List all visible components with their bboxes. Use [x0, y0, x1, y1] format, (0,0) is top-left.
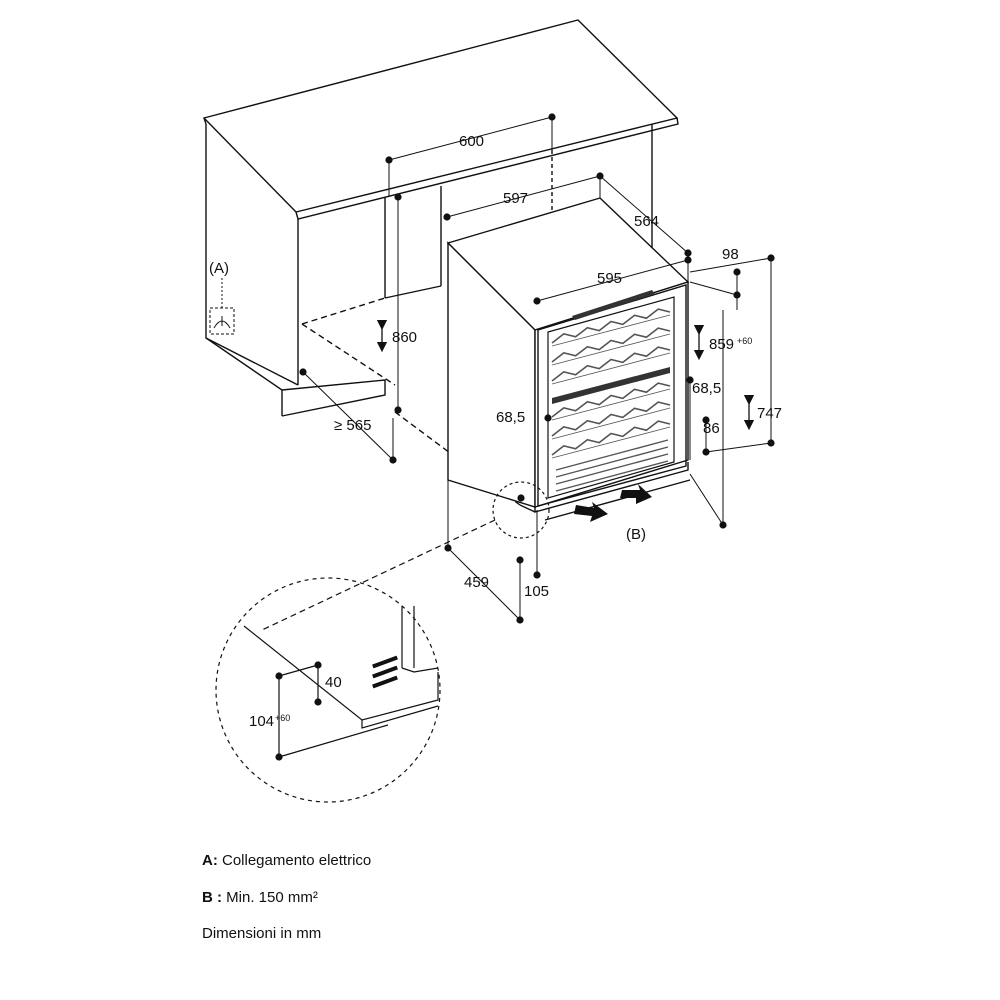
legend-units: Dimensioni in mm — [202, 925, 322, 942]
dimension-dot — [733, 268, 741, 276]
door-handle — [572, 290, 655, 320]
shelf-row — [551, 308, 671, 344]
dim-104: 104 — [249, 713, 274, 730]
glass-door — [547, 296, 675, 499]
dimension-dot — [684, 249, 692, 257]
legend-b-key: B : — [202, 889, 222, 906]
dim-595: 595 — [597, 270, 622, 287]
dimension-dot — [444, 544, 452, 552]
dimension-dot — [702, 448, 710, 456]
legend-a-text: Collegamento elettrico — [222, 852, 372, 869]
dimension-dot — [719, 521, 727, 529]
dimension-dot — [684, 256, 692, 264]
shelf-row — [551, 401, 671, 437]
shelf-rail — [551, 314, 671, 347]
vent-bar — [555, 446, 669, 478]
shelf-divider — [552, 367, 670, 404]
dimension-dot — [767, 254, 775, 262]
shelf-row — [551, 327, 671, 363]
airflow-out-arrow — [620, 484, 652, 504]
shelf-rail — [551, 352, 671, 385]
dim-98: 98 — [722, 246, 739, 263]
detail-callout — [215, 481, 550, 803]
dimension-dot — [516, 616, 524, 624]
dimension-dot — [314, 698, 322, 706]
dimension-endpoints — [275, 113, 775, 761]
dim-40: 40 — [325, 674, 342, 691]
dim-859-tolerance: +60 — [737, 336, 752, 346]
dimension-dot — [443, 213, 451, 221]
legend-b: B : Min. 150 mm² — [202, 889, 318, 907]
shelf-row — [551, 382, 671, 418]
dim-86: 86 — [703, 420, 720, 437]
dim-68-5-right: 68,5 — [692, 380, 721, 397]
dim-105: 105 — [524, 583, 549, 600]
vent-bar — [555, 453, 669, 485]
dimension-dot — [596, 172, 604, 180]
shelf-rail — [551, 426, 671, 459]
dimension-dot — [533, 297, 541, 305]
legend-a: A: Collegamento elettrico — [202, 852, 371, 870]
callout-b: (B) — [626, 526, 646, 543]
detail-magnifier — [215, 577, 441, 803]
callout-a: (A) — [209, 260, 229, 277]
legend-b-text: Min. 150 mm² — [226, 889, 318, 906]
dim-859: 859 — [709, 336, 734, 353]
dimension-dot — [686, 376, 694, 384]
shelf-rail — [551, 333, 671, 366]
cabinet-drawing — [202, 19, 679, 506]
dimension-dot — [548, 113, 556, 121]
shelf-row — [551, 420, 671, 456]
airflow-in-arrow — [574, 502, 608, 522]
dimension-dot — [767, 439, 775, 447]
double-arrows — [376, 319, 755, 431]
dimension-dot — [733, 291, 741, 299]
left-cabinet — [205, 124, 283, 416]
dim-600: 600 — [459, 133, 484, 150]
dimension-dot — [275, 753, 283, 761]
dimension-dot — [275, 672, 283, 680]
dim-459: 459 — [464, 574, 489, 591]
dim-104-tolerance: +60 — [275, 713, 290, 723]
shelf-rail — [551, 388, 671, 421]
dimension-dot — [314, 661, 322, 669]
dim-747: 747 — [757, 405, 782, 422]
vent-bar — [555, 439, 669, 471]
dimension-dot — [517, 494, 525, 502]
shelf-row — [551, 346, 671, 382]
dimension-dot — [702, 416, 710, 424]
dimension-dot — [516, 556, 524, 564]
dimension-dot — [544, 414, 552, 422]
dimension-dot — [533, 571, 541, 579]
dimension-dot — [299, 368, 307, 376]
dim-68-5-left: 68,5 — [496, 409, 525, 426]
dim-565: ≥ 565 — [334, 417, 371, 434]
dim-564: 564 — [634, 213, 659, 230]
dimension-lines — [302, 116, 772, 621]
airflow-arrows — [574, 484, 652, 522]
vent-bar — [555, 460, 669, 492]
dimension-dot — [385, 156, 393, 164]
detail-vent-slots — [372, 655, 398, 689]
wine-cooler — [446, 197, 691, 521]
legend-a-key: A: — [202, 852, 218, 869]
electrical-connection-icon — [209, 278, 235, 335]
wine-shelves — [551, 308, 671, 492]
dimension-dot — [394, 406, 402, 414]
dim-597: 597 — [503, 190, 528, 207]
shelf-rail — [551, 407, 671, 440]
dim-860: 860 — [392, 329, 417, 346]
dimension-dot — [389, 456, 397, 464]
dimension-dot — [394, 193, 402, 201]
